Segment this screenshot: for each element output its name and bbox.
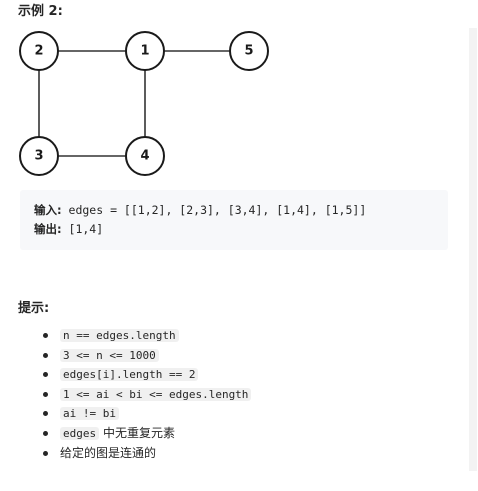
graph-node-1: 1	[125, 31, 165, 71]
graph-node-2: 2	[19, 31, 59, 71]
graph-node-label: 5	[244, 44, 253, 59]
constraint-item: ai != bi	[40, 404, 251, 424]
constraint-item: edges[i].length == 2	[40, 365, 251, 385]
output-label: 输出:	[34, 222, 62, 236]
constraint-code: edges[i].length == 2	[60, 368, 199, 382]
graph-node-label: 1	[140, 44, 149, 59]
graph-diagram: 2 1 5 3 4	[19, 31, 269, 176]
scrollbar[interactable]	[469, 28, 477, 471]
constraint-item: n == edges.length	[40, 326, 251, 346]
constraints-list: n == edges.length 3 <= n <= 1000 edges[i…	[40, 326, 252, 464]
constraint-code: 1 <= ai < bi <= edges.length	[60, 387, 252, 401]
example-title: 示例 2:	[18, 4, 63, 19]
constraint-item: 给定的图是连通的	[40, 444, 251, 464]
constraint-item: 3 <= n <= 1000	[40, 346, 251, 366]
constraint-code: n == edges.length	[60, 329, 179, 342]
constraint-item: 1 <= ai < bi <= edges.length	[40, 385, 252, 405]
constraint-text: 给定的图是连通的	[60, 445, 157, 460]
graph-node-4: 4	[125, 136, 165, 176]
graph-node-label: 4	[140, 149, 149, 164]
input-value: edges = [[1,2], [2,3], [3,4], [1,4], [1,…	[61, 203, 367, 217]
input-label: 输入:	[34, 203, 62, 217]
graph-node-label: 3	[34, 149, 43, 164]
example-code-block: 输入: edges = [[1,2], [2,3], [3,4], [1,4],…	[20, 190, 448, 250]
footer-partial	[18, 485, 248, 491]
graph-node-3: 3	[19, 136, 59, 176]
output-value: [1,4]	[61, 222, 104, 236]
input-line: 输入: edges = [[1,2], [2,3], [3,4], [1,4],…	[34, 201, 448, 220]
constraint-text: 中无重复元素	[99, 425, 175, 440]
constraint-item: edges 中无重复元素	[40, 424, 251, 444]
constraint-code: 3 <= n <= 1000	[60, 348, 159, 362]
graph-node-label: 2	[34, 44, 43, 59]
graph-node-5: 5	[229, 31, 269, 71]
constraint-code: edges	[60, 426, 100, 440]
output-line: 输出: [1,4]	[34, 220, 448, 239]
constraint-code: ai != bi	[60, 407, 119, 421]
hints-title: 提示:	[18, 301, 50, 316]
